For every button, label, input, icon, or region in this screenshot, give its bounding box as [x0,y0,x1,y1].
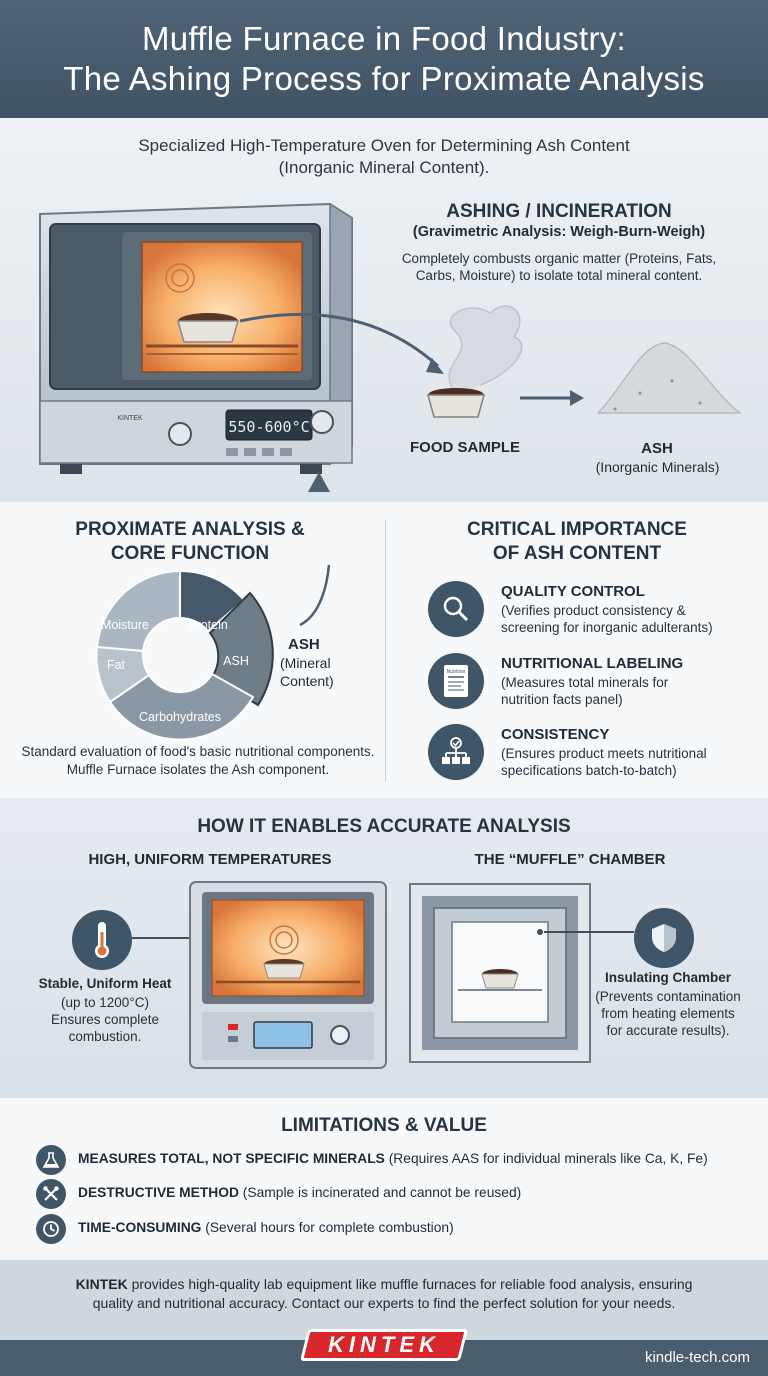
segment-carbohydrates [108,672,255,741]
footer-section [0,1260,768,1340]
ashing-title: ASHING / INCINERATION [446,201,672,222]
proximate-donut-chart: Moisture Protein ASH Carbohydrates Fat [95,565,331,741]
kintek-logo[interactable]: KINTEK [300,1329,468,1361]
limitation-item-2: DESTRUCTIVE METHOD (Sample is incinerate… [78,1185,522,1200]
flask-icon [36,1145,66,1175]
proximate-title-line2: CORE FUNCTION [110,543,270,564]
thermometer-icon [72,910,132,970]
stable-heat-line3: combustion. [68,1029,142,1044]
limitation-item-3: TIME-CONSUMING (Several hours for comple… [78,1220,454,1235]
furnace-temp-display: 550-600°C [228,418,309,436]
proximate-desc-line1: Standard evaluation of food's basic nutr… [21,744,375,759]
muffle-chamber-title: THE “MUFFLE” CHAMBER [474,851,666,868]
connector-line-right [544,931,634,933]
page-title-line1: Muffle Furnace in Food Industry: [141,20,627,57]
ashing-subtitle: (Gravimetric Analysis: Weigh-Burn-Weigh) [412,224,706,240]
food-to-ash-illustration [427,305,742,418]
limitation-item-1: MEASURES TOTAL, NOT SPECIFIC MINERALS (R… [78,1151,708,1166]
insulating-chamber-line3: for accurate results). [606,1023,730,1038]
segment-moisture [95,569,181,653]
consistency-line1: (Ensures product meets nutritional [501,746,707,761]
ash-callout-title: ASH [288,636,320,653]
footer-line1: KINTEK provides high-quality lab equipme… [75,1276,693,1292]
quality-control-title: QUALITY CONTROL [501,583,645,600]
intro-line2: (Inorganic Mineral Content). [278,158,490,177]
temperature-knob [168,422,192,446]
nutritional-labeling-line1: (Measures total minerals for [501,675,669,690]
nutrition-icon-text: Nutrition [447,669,466,675]
arrow-up-icon [308,472,330,492]
ash-callout-line1: (Mineral [280,655,331,671]
furnace-brand-plate: KINTEK [117,415,143,422]
header-banner: Muffle Furnace in Food Industry: The Ash… [0,0,768,118]
label-fat: Fat [107,658,126,672]
footer-line2: quality and nutritional accuracy. Contac… [92,1295,676,1311]
timer-knob [310,410,334,434]
segment-fat [95,645,151,704]
muffle-chamber-illustration [409,883,591,1063]
consistency-line2: specifications batch-to-batch) [501,763,677,778]
tools-icon [36,1179,66,1209]
quality-control-line1: (Verifies product consistency & [501,603,686,618]
hierarchy-check-icon [428,724,484,780]
label-moisture: Moisture [101,618,149,632]
proximate-title-line1: PROXIMATE ANALYSIS & [75,519,305,540]
segment-ash [208,591,274,707]
stable-heat-line2: Ensures complete [50,1012,160,1027]
muffle-furnace-illustration: 550-600°C KINTEK [39,202,444,474]
consistency-title: CONSISTENCY [501,726,610,743]
proximate-desc-line2: Muffle Furnace isolates the Ash componen… [66,762,330,777]
ashing-desc-line2: Carbs, Moisture) to isolate total minera… [415,268,703,283]
stable-heat-line1: (up to 1200°C) [61,995,149,1010]
food-sample-label: FOOD SAMPLE [409,439,520,456]
ash-sublabel: (Inorganic Minerals) [595,459,720,475]
ash-pile-icon [596,342,742,414]
footer-text: KINTEK provides high-quality lab equipme… [20,1275,748,1313]
ash-callout-line2: Content) [280,673,334,689]
stable-heat-title: Stable, Uniform Heat [38,976,172,991]
insulating-chamber-line2: from heating elements [601,1006,735,1021]
label-carbohydrates: Carbohydrates [139,710,221,724]
ashing-desc-line1: Completely combusts organic matter (Prot… [401,251,717,266]
label-ash: ASH [223,654,249,668]
insulating-chamber-line1: (Prevents contamination [595,989,741,1004]
high-temp-title: HIGH, UNIFORM TEMPERATURES [88,851,332,868]
uniform-heat-furnace-illustration [189,881,387,1069]
smoke-icon [448,305,523,396]
nutritional-labeling-title: NUTRITIONAL LABELING [501,655,684,672]
page-title-line2: The Ashing Process for Proximate Analysi… [63,60,705,97]
shield-icon [634,908,694,968]
nutritional-labeling-line2: nutrition facts panel) [501,692,623,707]
nutrition-label-icon: Nutrition [428,653,484,709]
accurate-analysis-title: HOW IT ENABLES ACCURATE ANALYSIS [197,816,571,837]
limitations-title: LIMITATIONS & VALUE [281,1115,487,1136]
insulating-chamber-title: Insulating Chamber [604,970,731,985]
label-protein: Protein [188,618,228,632]
importance-title-line2: OF ASH CONTENT [492,543,662,564]
importance-title-line1: CRITICAL IMPORTANCE [467,519,687,540]
intro-line1: Specialized High-Temperature Oven for De… [138,136,630,155]
clock-icon [36,1214,66,1244]
website-link[interactable]: kindle-tech.com [644,1349,750,1366]
magnifier-icon [428,581,484,637]
section-divider [385,520,386,782]
ash-label: ASH [641,440,673,457]
quality-control-line2: screening for inorganic adulterants) [501,620,713,635]
food-dish-icon [427,394,485,418]
limitations-section [0,1098,768,1260]
